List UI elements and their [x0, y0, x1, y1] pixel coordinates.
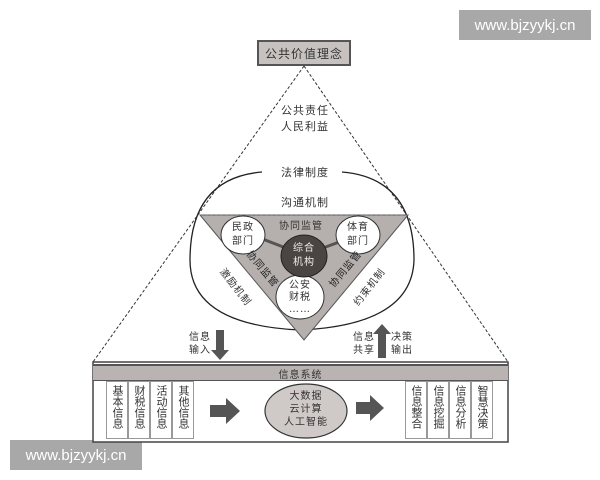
node-center [280, 234, 328, 278]
input-col-other: 其他信息 [172, 381, 194, 439]
output-col-integration: 信息整合 [405, 381, 427, 439]
output-col-mining: 信息挖掘 [427, 381, 449, 439]
decision-output-label: 决策 输出 [391, 332, 413, 356]
core-text: 大数据 云计算 人工智能 [284, 391, 328, 428]
info-system-title: 信息系统 [93, 364, 508, 381]
input-col-activity: 活动信息 [150, 381, 172, 439]
input-col-basic: 基本信息 [106, 381, 128, 439]
node-bottom-text: 公安 财税 …… [289, 280, 311, 315]
input-col-tax: 财税信息 [128, 381, 150, 439]
coop-top-label: 协同监管 [279, 221, 323, 232]
arrow-up-icon [373, 324, 391, 334]
watermark-bottom-left: www.bjzyykj.cn [10, 440, 142, 470]
core-ellipse [264, 383, 348, 439]
node-right-text: 体育 部门 [347, 222, 369, 247]
arrow-right-icon [370, 395, 384, 421]
node-center-text: 综合 机构 [293, 243, 315, 268]
communication-label: 沟通机制 [281, 196, 329, 209]
people-interest-label: 人民利益 [281, 120, 329, 133]
node-left [220, 215, 266, 255]
node-left-text: 民政 部门 [232, 222, 254, 247]
info-share-label: 信息 共享 [353, 332, 375, 356]
public-responsibility-label: 公共责任 [281, 104, 329, 117]
arrow-right-icon [226, 398, 240, 424]
node-right [335, 215, 381, 255]
info-input-label: 信息 输入 [189, 332, 211, 356]
output-col-decision: 智慧决策 [471, 381, 493, 439]
law-system-label: 法律制度 [281, 166, 329, 179]
arrow-down-icon [211, 350, 229, 360]
watermark-top-right: www.bjzyykj.cn [459, 10, 591, 40]
public-value-box: 公共价值理念 [257, 40, 351, 66]
output-col-analysis: 信息分析 [449, 381, 471, 439]
